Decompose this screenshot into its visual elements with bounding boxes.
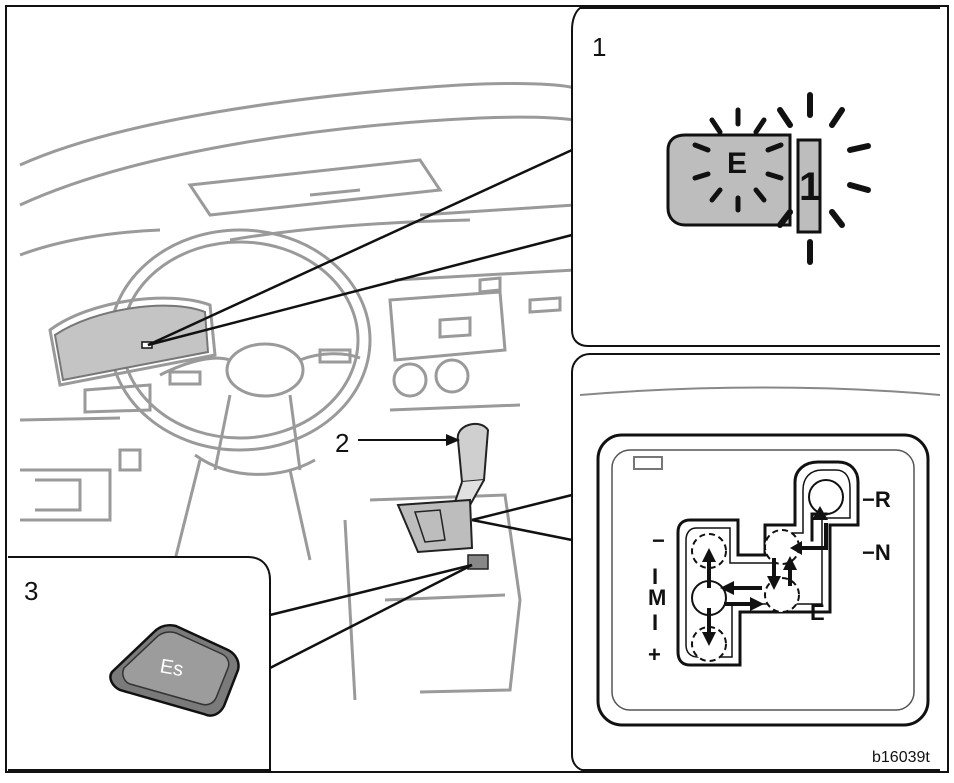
gate-label-minus: −	[652, 528, 665, 553]
es-button-label: Es	[158, 655, 185, 681]
gate-slot-inner	[685, 469, 851, 658]
leader-line-1b	[147, 233, 573, 347]
leader-line-gate-b	[471, 518, 573, 542]
gate-arrows	[702, 506, 828, 646]
gate-label-r: −R	[862, 487, 891, 512]
leader-arrow-2	[446, 434, 460, 446]
callout-3-label: 3	[24, 576, 38, 606]
gate-plate-inner	[611, 449, 915, 711]
gate-label-e: E	[810, 600, 825, 625]
instrument-cluster	[53, 304, 210, 382]
figure-code: b16039t	[872, 749, 930, 766]
gate-label-bar-2: I	[652, 610, 658, 635]
gear-display: E 1	[666, 92, 871, 265]
leader-line-3a	[269, 563, 473, 617]
gate-label-bar-1: I	[652, 564, 658, 589]
gate-label-n: −N	[862, 540, 891, 565]
es-button: Es	[109, 624, 240, 717]
gate-label-m: M	[648, 585, 666, 610]
leader-line-3b	[269, 563, 473, 670]
shift-lever	[396, 422, 490, 554]
leader-line-gate-a	[471, 493, 573, 522]
gate-label-plus: +	[648, 642, 661, 667]
es-switch-location	[467, 554, 489, 570]
callout-1-label: 1	[592, 32, 606, 62]
gate-pos-r	[808, 479, 844, 515]
gate-pos-e	[764, 577, 800, 613]
dashboard-sketch	[19, 82, 576, 701]
leader-line-1a	[147, 148, 573, 347]
callout-2-label: 2	[335, 428, 349, 458]
display-gear-digit: 1	[799, 165, 821, 209]
display-mode-letter: E	[727, 147, 747, 180]
gate-indicator-lamp	[633, 456, 663, 470]
console-curve	[579, 386, 941, 396]
